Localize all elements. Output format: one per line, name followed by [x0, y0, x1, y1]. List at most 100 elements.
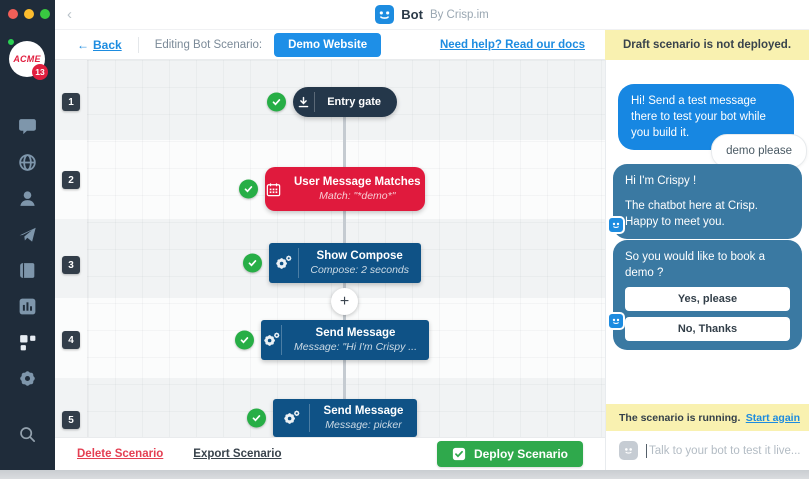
scenario-action-bar: Delete Scenario Export Scenario Deploy S… [55, 437, 605, 470]
sidebar-item-contacts[interactable] [0, 180, 55, 216]
chat-question: So you would like to book a demo ? [625, 251, 766, 280]
node-valid-check-icon [247, 408, 266, 428]
node-title: User Message Matches [294, 176, 421, 188]
scenario-toolbar: ← Back Editing Bot Scenario: Demo Websit… [55, 30, 605, 60]
node-valid-check-icon [239, 179, 258, 199]
sidebar-item-analytics[interactable] [0, 288, 55, 324]
choice-button-no[interactable]: No, Thanks [625, 317, 790, 342]
toolbar-divider [137, 36, 139, 53]
chat-line: Hi I'm Crispy ! [625, 175, 697, 187]
workspace-initials: ACME [13, 54, 41, 64]
input-placeholder: Talk to your bot to test it live... [649, 444, 801, 457]
bot-avatar [607, 312, 625, 330]
node-entry-gate[interactable]: Entry gate [267, 87, 397, 117]
app-subtitle: By Crisp.im [429, 8, 489, 21]
sidebar-item-knowledge[interactable] [0, 252, 55, 288]
node-subtitle: Compose: 2 seconds [310, 264, 409, 276]
help-docs-link[interactable]: Need help? Read our docs [439, 38, 585, 51]
node-title: Entry gate [327, 96, 381, 108]
unread-count-badge: 13 [32, 64, 48, 80]
node-valid-check-icon [235, 330, 254, 350]
scenario-canvas: 1 2 3 4 5 Entry gate Use [55, 60, 605, 437]
node-title: Show Compose [316, 250, 403, 262]
gear-icon [20, 370, 35, 386]
bot-face-icon [612, 318, 620, 324]
cogs-icon [264, 332, 280, 346]
app-title: Bot [401, 7, 423, 22]
chat-message-bot: Hi I'm Crispy ! The chatbot here at Cris… [613, 164, 802, 240]
blocks-icon [20, 334, 36, 350]
chat-message-bot-choices: So you would like to book a demo ? Yes, … [613, 240, 802, 351]
close-window-button[interactable] [8, 9, 18, 19]
sidebar-search[interactable] [0, 425, 55, 444]
back-label: Back [93, 37, 122, 52]
sidebar-item-plugins[interactable] [0, 324, 55, 360]
text-cursor [646, 443, 647, 458]
cogs-icon [283, 410, 299, 424]
app-title-group: Bot By Crisp.im [55, 5, 809, 24]
title-bar: ‹ Bot By Crisp.im [55, 0, 809, 30]
node-send-message-1[interactable]: Send Message Message: "Hi I'm Crispy ... [235, 320, 429, 360]
bot-avatar [607, 216, 625, 234]
node-send-message-2[interactable]: Send Message Message: picker [247, 399, 417, 437]
chat-bubble-icon [19, 118, 36, 134]
row-number-badge: 5 [62, 411, 80, 429]
node-valid-check-icon [267, 92, 286, 112]
node-subtitle: Message: "Hi I'm Crispy ... [293, 341, 417, 353]
sidebar-item-settings[interactable] [0, 360, 55, 396]
node-title: Send Message [323, 405, 404, 417]
person-icon [20, 190, 35, 206]
node-title: Send Message [315, 327, 396, 339]
online-status-dot [7, 38, 15, 46]
bot-test-chat-panel: Hi! Send a test message there to test yo… [605, 60, 809, 470]
sidebar-item-visitors[interactable] [0, 144, 55, 180]
node-user-message-matches[interactable]: User Message Matches Match: "*demo*" [239, 167, 425, 211]
row-number-badge: 3 [62, 256, 80, 274]
bot-face-gray-icon [619, 441, 638, 460]
draft-status-banner: Draft scenario is not deployed. [605, 30, 809, 60]
sidebar-item-inbox[interactable] [0, 108, 55, 144]
checkbox-check-icon [452, 447, 466, 461]
start-again-link[interactable]: Start again [745, 411, 800, 424]
bar-chart-icon [19, 298, 36, 314]
row-number-badge: 2 [62, 171, 80, 189]
row-number-badge: 4 [62, 331, 80, 349]
bot-face-icon [612, 222, 620, 228]
sidebar: ACME 13 [0, 0, 55, 470]
deploy-label: Deploy Scenario [473, 447, 568, 461]
workspace-avatar[interactable]: ACME [9, 41, 45, 77]
calendar-icon [266, 182, 281, 196]
chat-message-user: demo please [711, 134, 807, 169]
node-valid-check-icon [243, 253, 262, 273]
add-step-button[interactable]: + [331, 288, 358, 315]
maximize-window-button[interactable] [40, 9, 50, 19]
back-chevron[interactable]: ‹ [67, 6, 72, 23]
editing-scenario-label: Editing Bot Scenario: [154, 38, 263, 51]
export-scenario-link[interactable]: Export Scenario [193, 448, 282, 460]
scenario-running-bar: The scenario is running. Start again [606, 404, 809, 431]
paper-plane-icon [19, 227, 36, 242]
window-controls [8, 9, 50, 19]
sidebar-nav [0, 108, 55, 396]
scenario-name-button[interactable]: Demo Website [274, 32, 382, 57]
delete-scenario-link[interactable]: Delete Scenario [77, 448, 164, 460]
node-subtitle: Message: picker [325, 419, 402, 431]
crisp-bot-logo-icon [375, 5, 395, 24]
window-bottom-edge [0, 470, 809, 479]
scenario-running-text: The scenario is running. [619, 411, 741, 424]
back-link[interactable]: ← Back [77, 38, 122, 52]
globe-icon [19, 153, 36, 171]
node-subtitle: Match: "*demo*" [319, 190, 396, 202]
node-show-compose[interactable]: Show Compose Compose: 2 seconds [243, 243, 421, 283]
choice-button-yes[interactable]: Yes, please [625, 287, 790, 312]
row-number-badge: 1 [62, 93, 80, 111]
deploy-scenario-button[interactable]: Deploy Scenario [436, 441, 583, 467]
back-arrow-icon: ← [77, 37, 89, 52]
chat-line: The chatbot here at Crisp. Happy to meet… [625, 200, 758, 229]
sidebar-item-campaigns[interactable] [0, 216, 55, 252]
bot-test-input[interactable]: Talk to your bot to test it live... [606, 431, 809, 470]
cogs-icon [276, 255, 292, 269]
minimize-window-button[interactable] [24, 9, 34, 19]
search-icon [20, 427, 36, 443]
